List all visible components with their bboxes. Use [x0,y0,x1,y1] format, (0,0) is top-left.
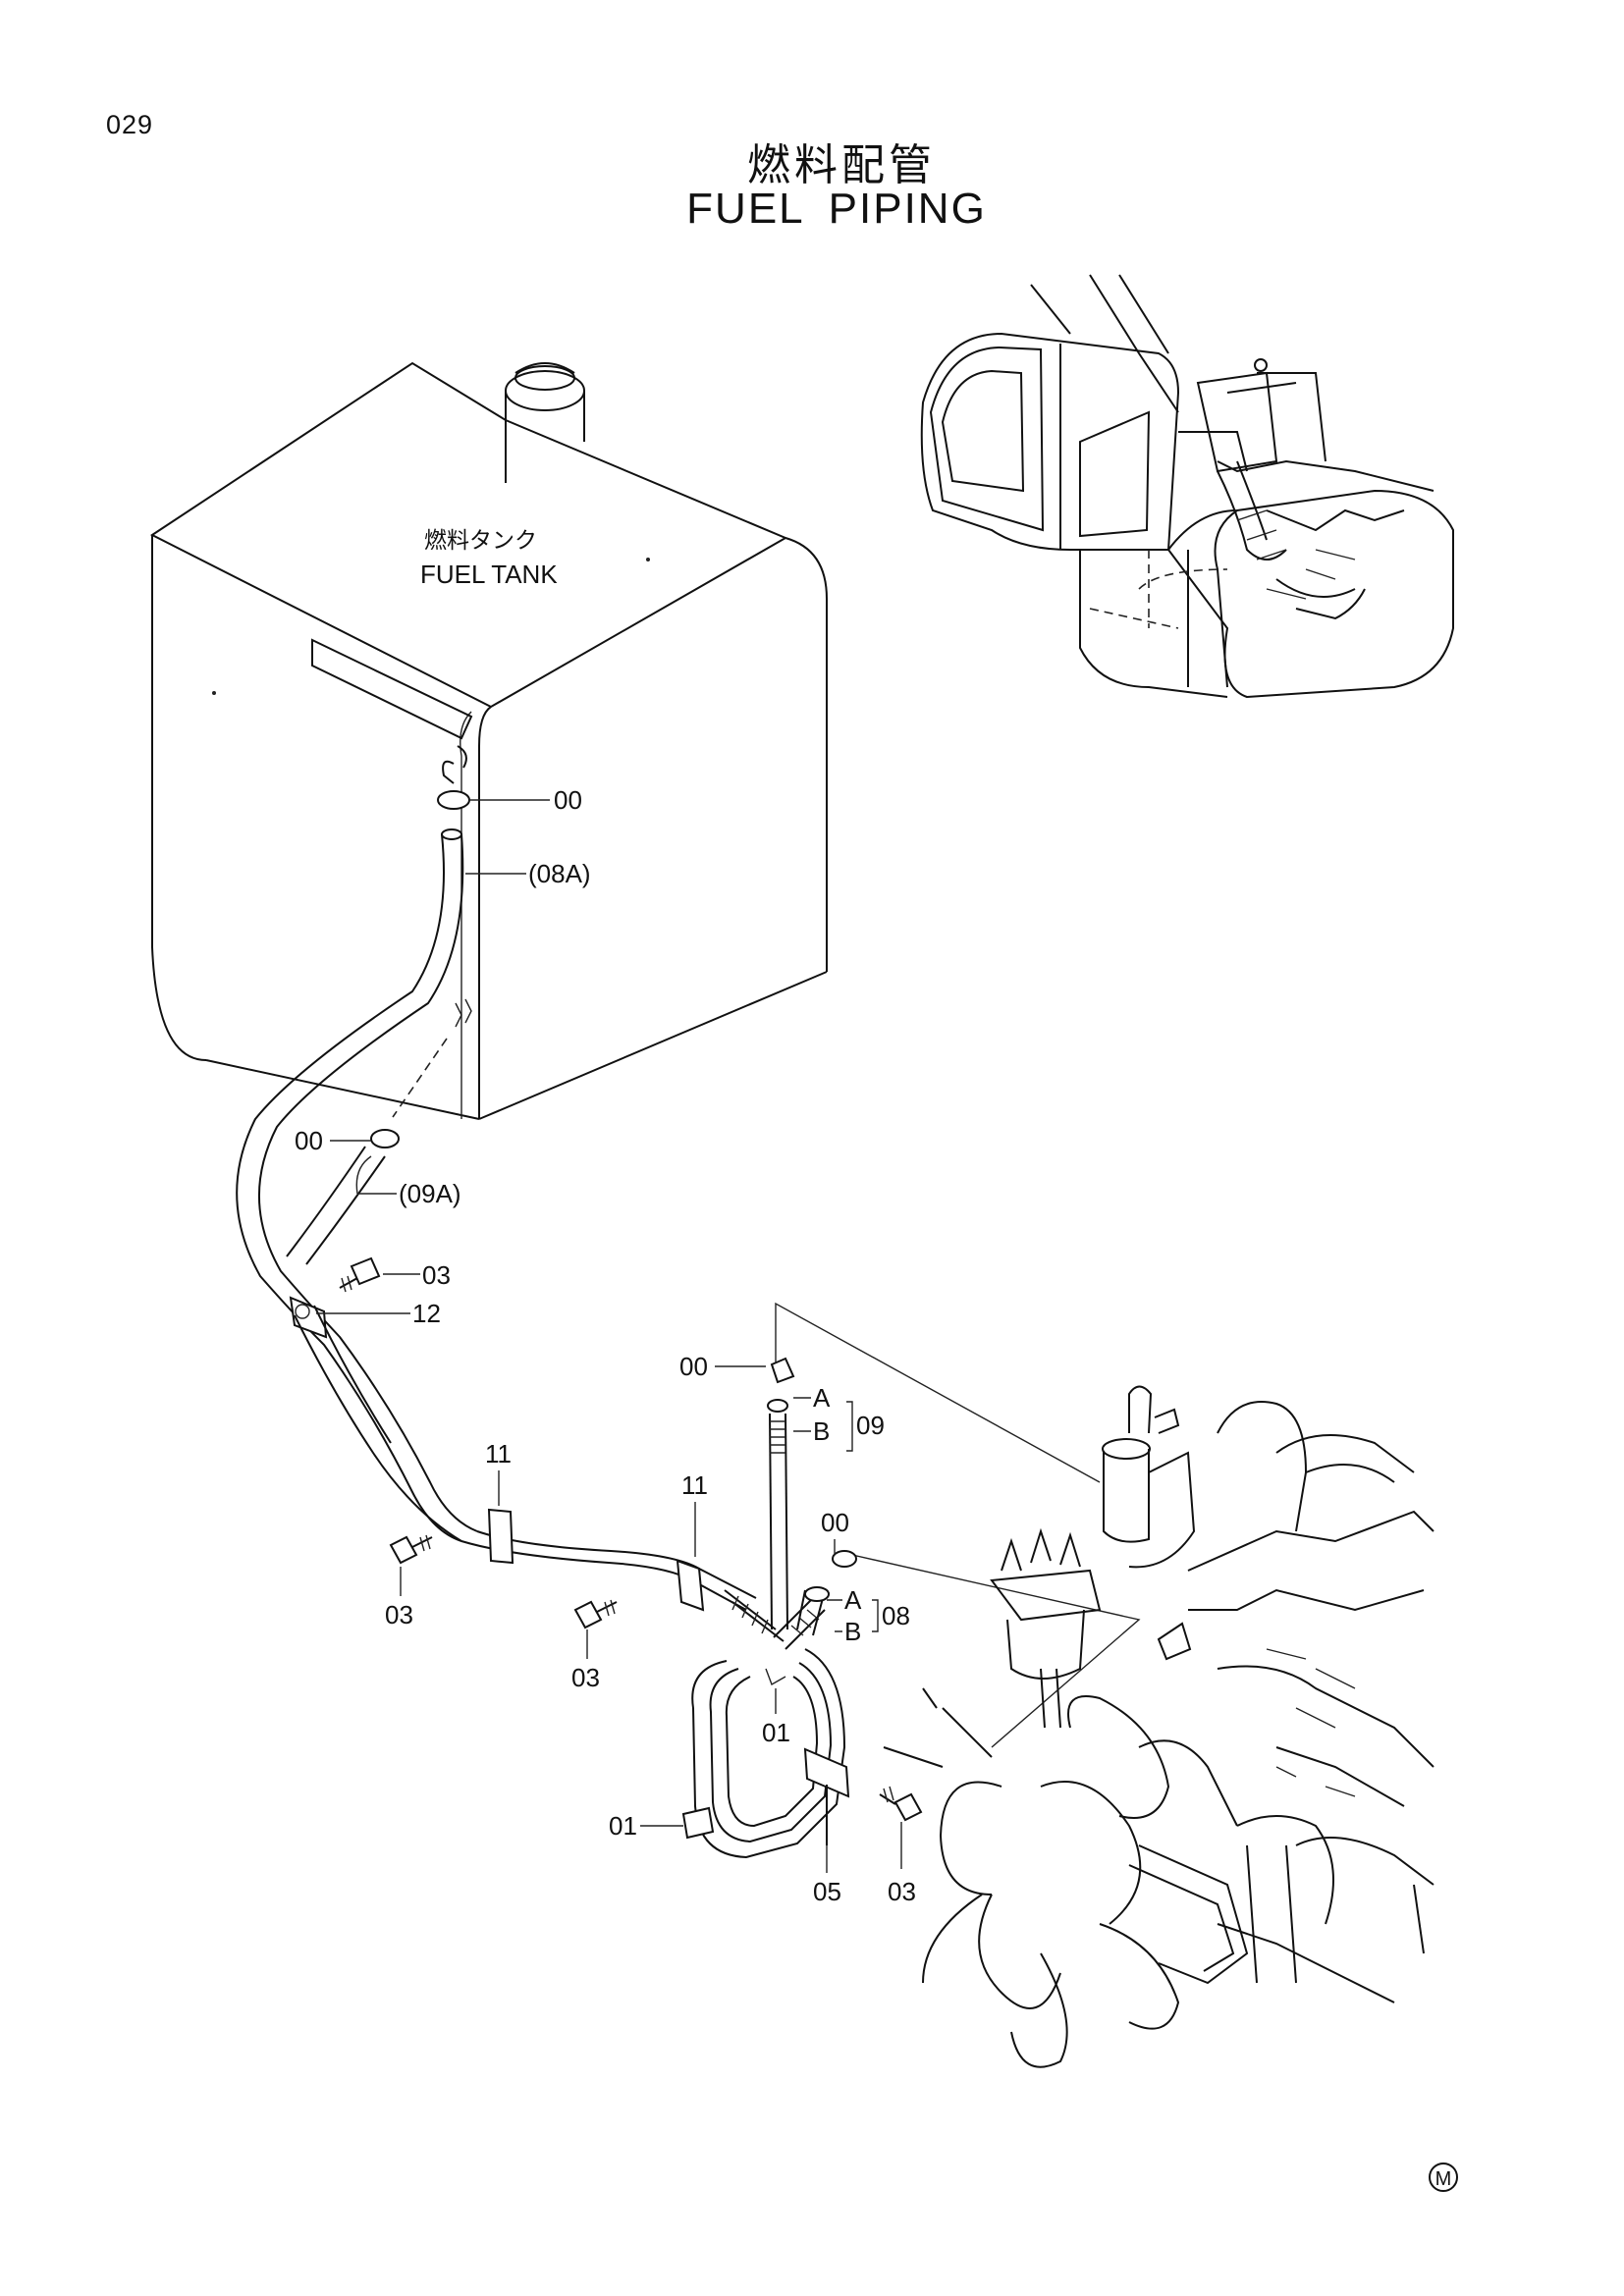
callout-08a-hose: (08A) [528,859,591,888]
callout-03-bolt-left: 03 [385,1600,413,1629]
callout-03-bolt-middle: 03 [571,1663,600,1692]
callout-11-clamp-left: 11 [485,1439,512,1468]
fuel-tank [150,361,828,1120]
callout-00-filter-fitting: 00 [679,1352,708,1381]
callout-09a-hose: (09A) [399,1179,461,1208]
bolt-03-b [389,1534,433,1565]
excavator-overview [920,274,1454,699]
hose-09 [767,1357,795,1630]
callout-00-engine-fitting: 00 [821,1508,849,1537]
clamp-12 [289,1296,328,1339]
leader-lines [316,799,902,1873]
page-number: 029 [106,110,154,139]
fuel-pipe-bundle [294,1305,785,1642]
callout-09-b: B [813,1416,830,1446]
engine [883,1385,1435,2068]
bolt-03-a [339,1256,381,1293]
hose-08a [236,828,478,1542]
callout-09-a: A [813,1383,831,1413]
callout-01-clamp-center: 01 [762,1718,790,1747]
callout-08-a: A [844,1585,862,1615]
title-english: FUEL PIPING [0,185,1624,234]
bolt-03-d [879,1786,923,1822]
fuel-tank-label-jp: 燃料タンク [424,528,537,554]
circled-m-mark: M [1429,2163,1458,2192]
title-japanese: 燃料配管 [747,140,936,190]
leader-00-upper-to-engine [775,1302,1101,1483]
fuel-tank-label-en: FUEL TANK [420,560,558,589]
callout-12-clamp: 12 [412,1299,441,1328]
callout-00-return: 00 [295,1126,323,1155]
mark-letter: M [1435,2168,1452,2190]
callout-03-bolt-upper: 03 [422,1260,451,1290]
callout-08-b: B [844,1617,861,1646]
title-english-word-2: PIPING [828,185,987,233]
filter-pipe-loop [681,1586,850,1859]
callout-08-hose: 08 [882,1601,910,1630]
callout-00-tank-outlet: 00 [554,785,582,815]
title-english-word-1: FUEL [686,185,805,233]
fitting-00-lower [832,1550,857,1568]
hose-09a [286,1129,400,1265]
callout-09-hose: 09 [856,1411,885,1440]
bolt-03-c [573,1599,618,1629]
callout-01-clamp-lower: 01 [609,1811,637,1841]
callout-05-clamp: 05 [813,1877,841,1906]
callout-03-bolt-right: 03 [888,1877,916,1906]
leader-00-lower-to-engine [851,1554,1141,1748]
callout-11-clamp-right: 11 [681,1470,708,1500]
